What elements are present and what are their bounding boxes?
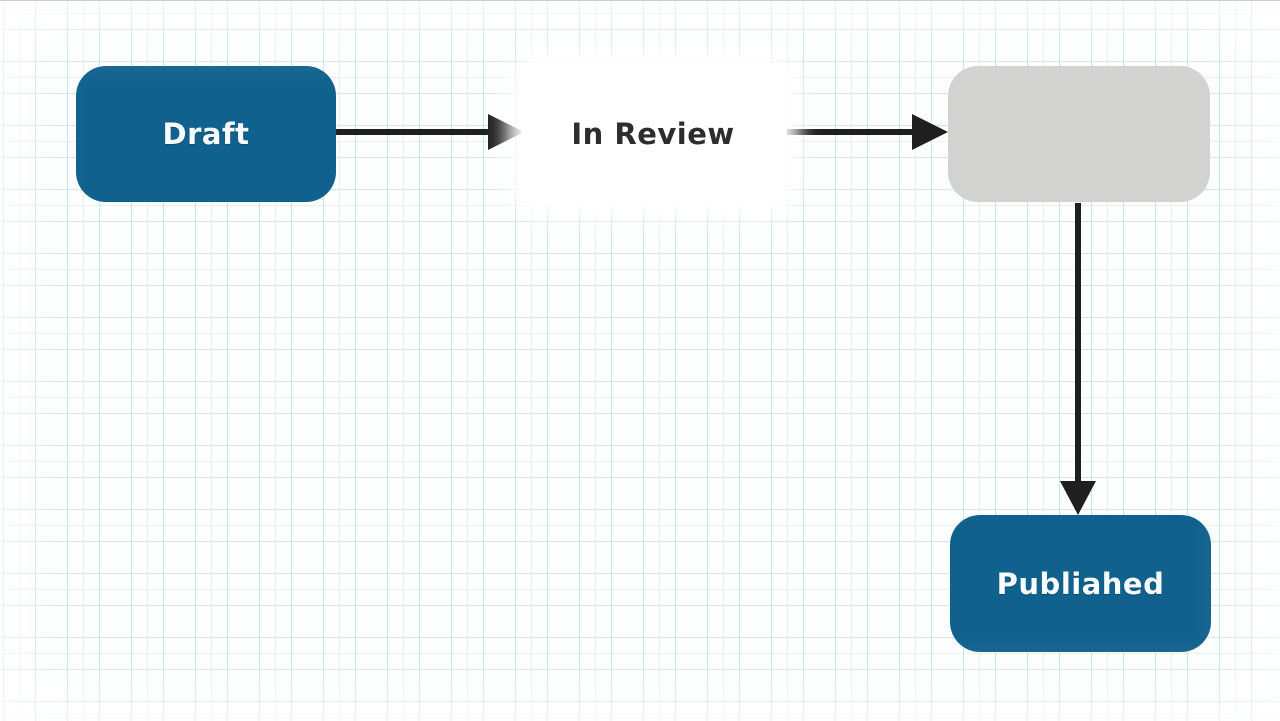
node-draft-label: Draft [162,117,250,151]
node-in-review-label: In Review [571,117,735,151]
arrow-in-review-to-unlabeled [787,114,948,150]
node-draft[interactable]: Draft [76,66,336,202]
arrow-unlabeled-to-published [1060,203,1096,515]
node-published[interactable]: Publiahed [950,515,1211,652]
node-unlabeled[interactable] [948,66,1210,202]
arrow-draft-to-in-review [336,114,524,150]
node-published-label: Publiahed [996,566,1165,601]
node-in-review[interactable]: In Review [521,63,785,205]
